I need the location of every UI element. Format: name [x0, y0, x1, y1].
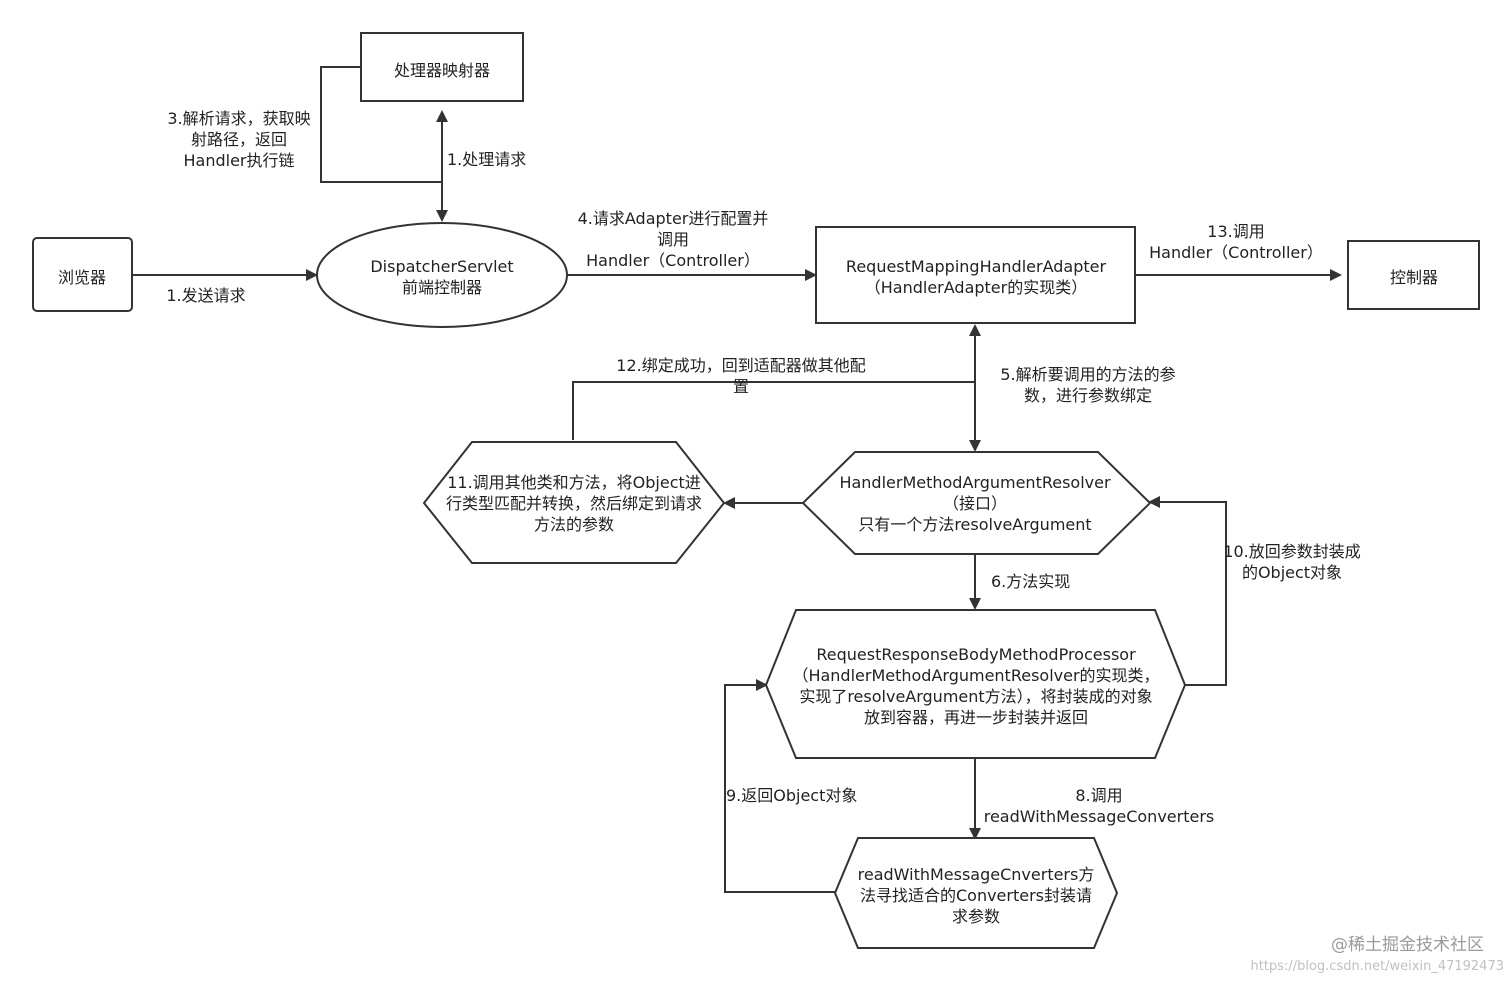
mapper-box [360, 32, 524, 102]
resolver-label: HandlerMethodArgumentResolver （接口） 只有一个方法r… [839, 473, 1111, 534]
edge-label-step13: 13.调用 Handler（Controller） [1149, 222, 1323, 262]
text-line: 方法的参数 [534, 515, 614, 534]
resolver-hexagon [801, 451, 1152, 555]
text-line: 11.调用其他类和方法，将Object进 [447, 473, 701, 492]
edge-label-step4: 4.请求Adapter进行配置并调用 Handler（Controller） [578, 209, 769, 270]
browser-box [32, 237, 133, 312]
watermark-url: https://blog.csdn.net/weixin_47192473 [1250, 959, 1504, 974]
text-line: DispatcherServlet [370, 257, 513, 276]
text-line: 控制器 [1390, 268, 1438, 287]
text-line: 3.解析请求，获取映 [167, 109, 310, 128]
text-line: 法寻找适合的Converters封装请 [860, 886, 1092, 905]
text-line: 13.调用 [1207, 222, 1264, 241]
edge-label-step12: 12.绑定成功，回到适配器做其他配置 [616, 356, 865, 396]
text-line: 1.发送请求 [166, 286, 245, 305]
reader-hexagon [833, 837, 1119, 949]
text-line: readWithMessageConverters [984, 807, 1215, 826]
nodes [32, 32, 1480, 949]
processor-label: RequestResponseBodyMethodProcessor （Handl… [792, 645, 1159, 727]
edge-processor-to-resolver [1148, 496, 1227, 686]
dispatcher-ellipse [316, 222, 568, 328]
text-line: （HandlerMethodArgumentResolver的实现类， [792, 666, 1159, 685]
text-line: HandlerMethodArgumentResolver [839, 473, 1111, 492]
text-line: 射路径，返回 [191, 130, 287, 149]
text-line: 6.方法实现 [991, 572, 1070, 591]
text-line: readWithMessageCnverters方 [858, 865, 1095, 884]
text-line: 的Object对象 [1242, 563, 1342, 582]
adapter-label: RequestMappingHandlerAdapter （HandlerAdap… [846, 257, 1107, 297]
edge-label-handle: 1.处理请求 [447, 150, 526, 169]
edge-label-send: 1.发送请求 [166, 286, 245, 305]
edge-label-step8: 8.调用 readWithMessageConverters [984, 786, 1215, 826]
text-line: 12.绑定成功，回到适配器做其他配 [616, 356, 865, 375]
edge-label-step6: 6.方法实现 [991, 572, 1070, 591]
edge-reader-to-processor [724, 679, 835, 893]
convert-hexagon [422, 441, 726, 564]
text-line: 1.处理请求 [447, 150, 526, 169]
text-line: 行类型匹配并转换，然后绑定到请求 [446, 494, 702, 513]
browser-label: 浏览器 [58, 268, 106, 287]
text-line: RequestMappingHandlerAdapter [846, 257, 1107, 276]
text-line: 实现了resolveArgument方法），将封装成的对象 [799, 687, 1152, 706]
text-line: 只有一个方法resolveArgument [858, 515, 1091, 534]
text-line: 数，进行参数绑定 [1024, 386, 1152, 405]
controller-label: 控制器 [1390, 268, 1438, 287]
text-line: 置 [733, 377, 749, 396]
watermark-text: @稀土掘金技术社区 [1331, 935, 1484, 955]
text-line: 4.请求Adapter进行配置并 [578, 209, 769, 228]
watermark: @稀土掘金技术社区 https://blog.csdn.net/weixin_4… [1250, 935, 1504, 974]
controller-box [1347, 240, 1480, 310]
adapter-box [815, 226, 1136, 324]
edge-mapper-loop [320, 66, 442, 183]
dispatcher-label: DispatcherServlet 前端控制器 [370, 257, 513, 297]
text-line: Handler（Controller） [586, 251, 760, 270]
text-line: 10.放回参数封装成 [1223, 542, 1360, 561]
edge-label-step9: 9.返回Object对象 [726, 786, 857, 805]
text-line: 调用 [657, 230, 689, 249]
text-line: 9.返回Object对象 [726, 786, 857, 805]
connectors [132, 66, 1342, 893]
text-line: 8.调用 [1075, 786, 1122, 805]
text-line: Handler（Controller） [1149, 243, 1323, 262]
text-line: 浏览器 [58, 268, 106, 287]
reader-label: readWithMessageCnverters方法寻找适合的Converter… [858, 865, 1095, 926]
text-line: 前端控制器 [402, 278, 482, 297]
text-line: 5.解析要调用的方法的参 [1000, 365, 1175, 384]
text-line: （HandlerAdapter的实现类） [865, 278, 1087, 297]
edge-label-step10: 10.放回参数封装成的Object对象 [1223, 542, 1360, 582]
mapper-label: 处理器映射器 [394, 61, 490, 80]
node-labels: 处理器映射器 浏览器 DispatcherServlet 前端控制器 Reques… [58, 61, 1438, 926]
edge-label-step5: 5.解析要调用的方法的参数，进行参数绑定 [1000, 365, 1175, 405]
convert-label: 11.调用其他类和方法，将Object进行类型匹配并转换，然后绑定到请求方法的参… [446, 473, 702, 534]
text-line: RequestResponseBodyMethodProcessor [816, 645, 1136, 664]
processor-hexagon [764, 609, 1187, 759]
text-line: （接口） [943, 494, 1007, 513]
text-line: Handler执行链 [183, 151, 294, 170]
edge-labels: 1.发送请求 1.处理请求 3.解析请求，获取映射路径，返回 Handler执行链… [166, 109, 1360, 826]
edge-label-step3: 3.解析请求，获取映射路径，返回 Handler执行链 [167, 109, 310, 170]
text-line: 放到容器，再进一步封装并返回 [864, 708, 1088, 727]
edge-bind-success [572, 381, 975, 440]
text-line: 求参数 [952, 907, 1000, 926]
text-line: 处理器映射器 [394, 61, 490, 80]
